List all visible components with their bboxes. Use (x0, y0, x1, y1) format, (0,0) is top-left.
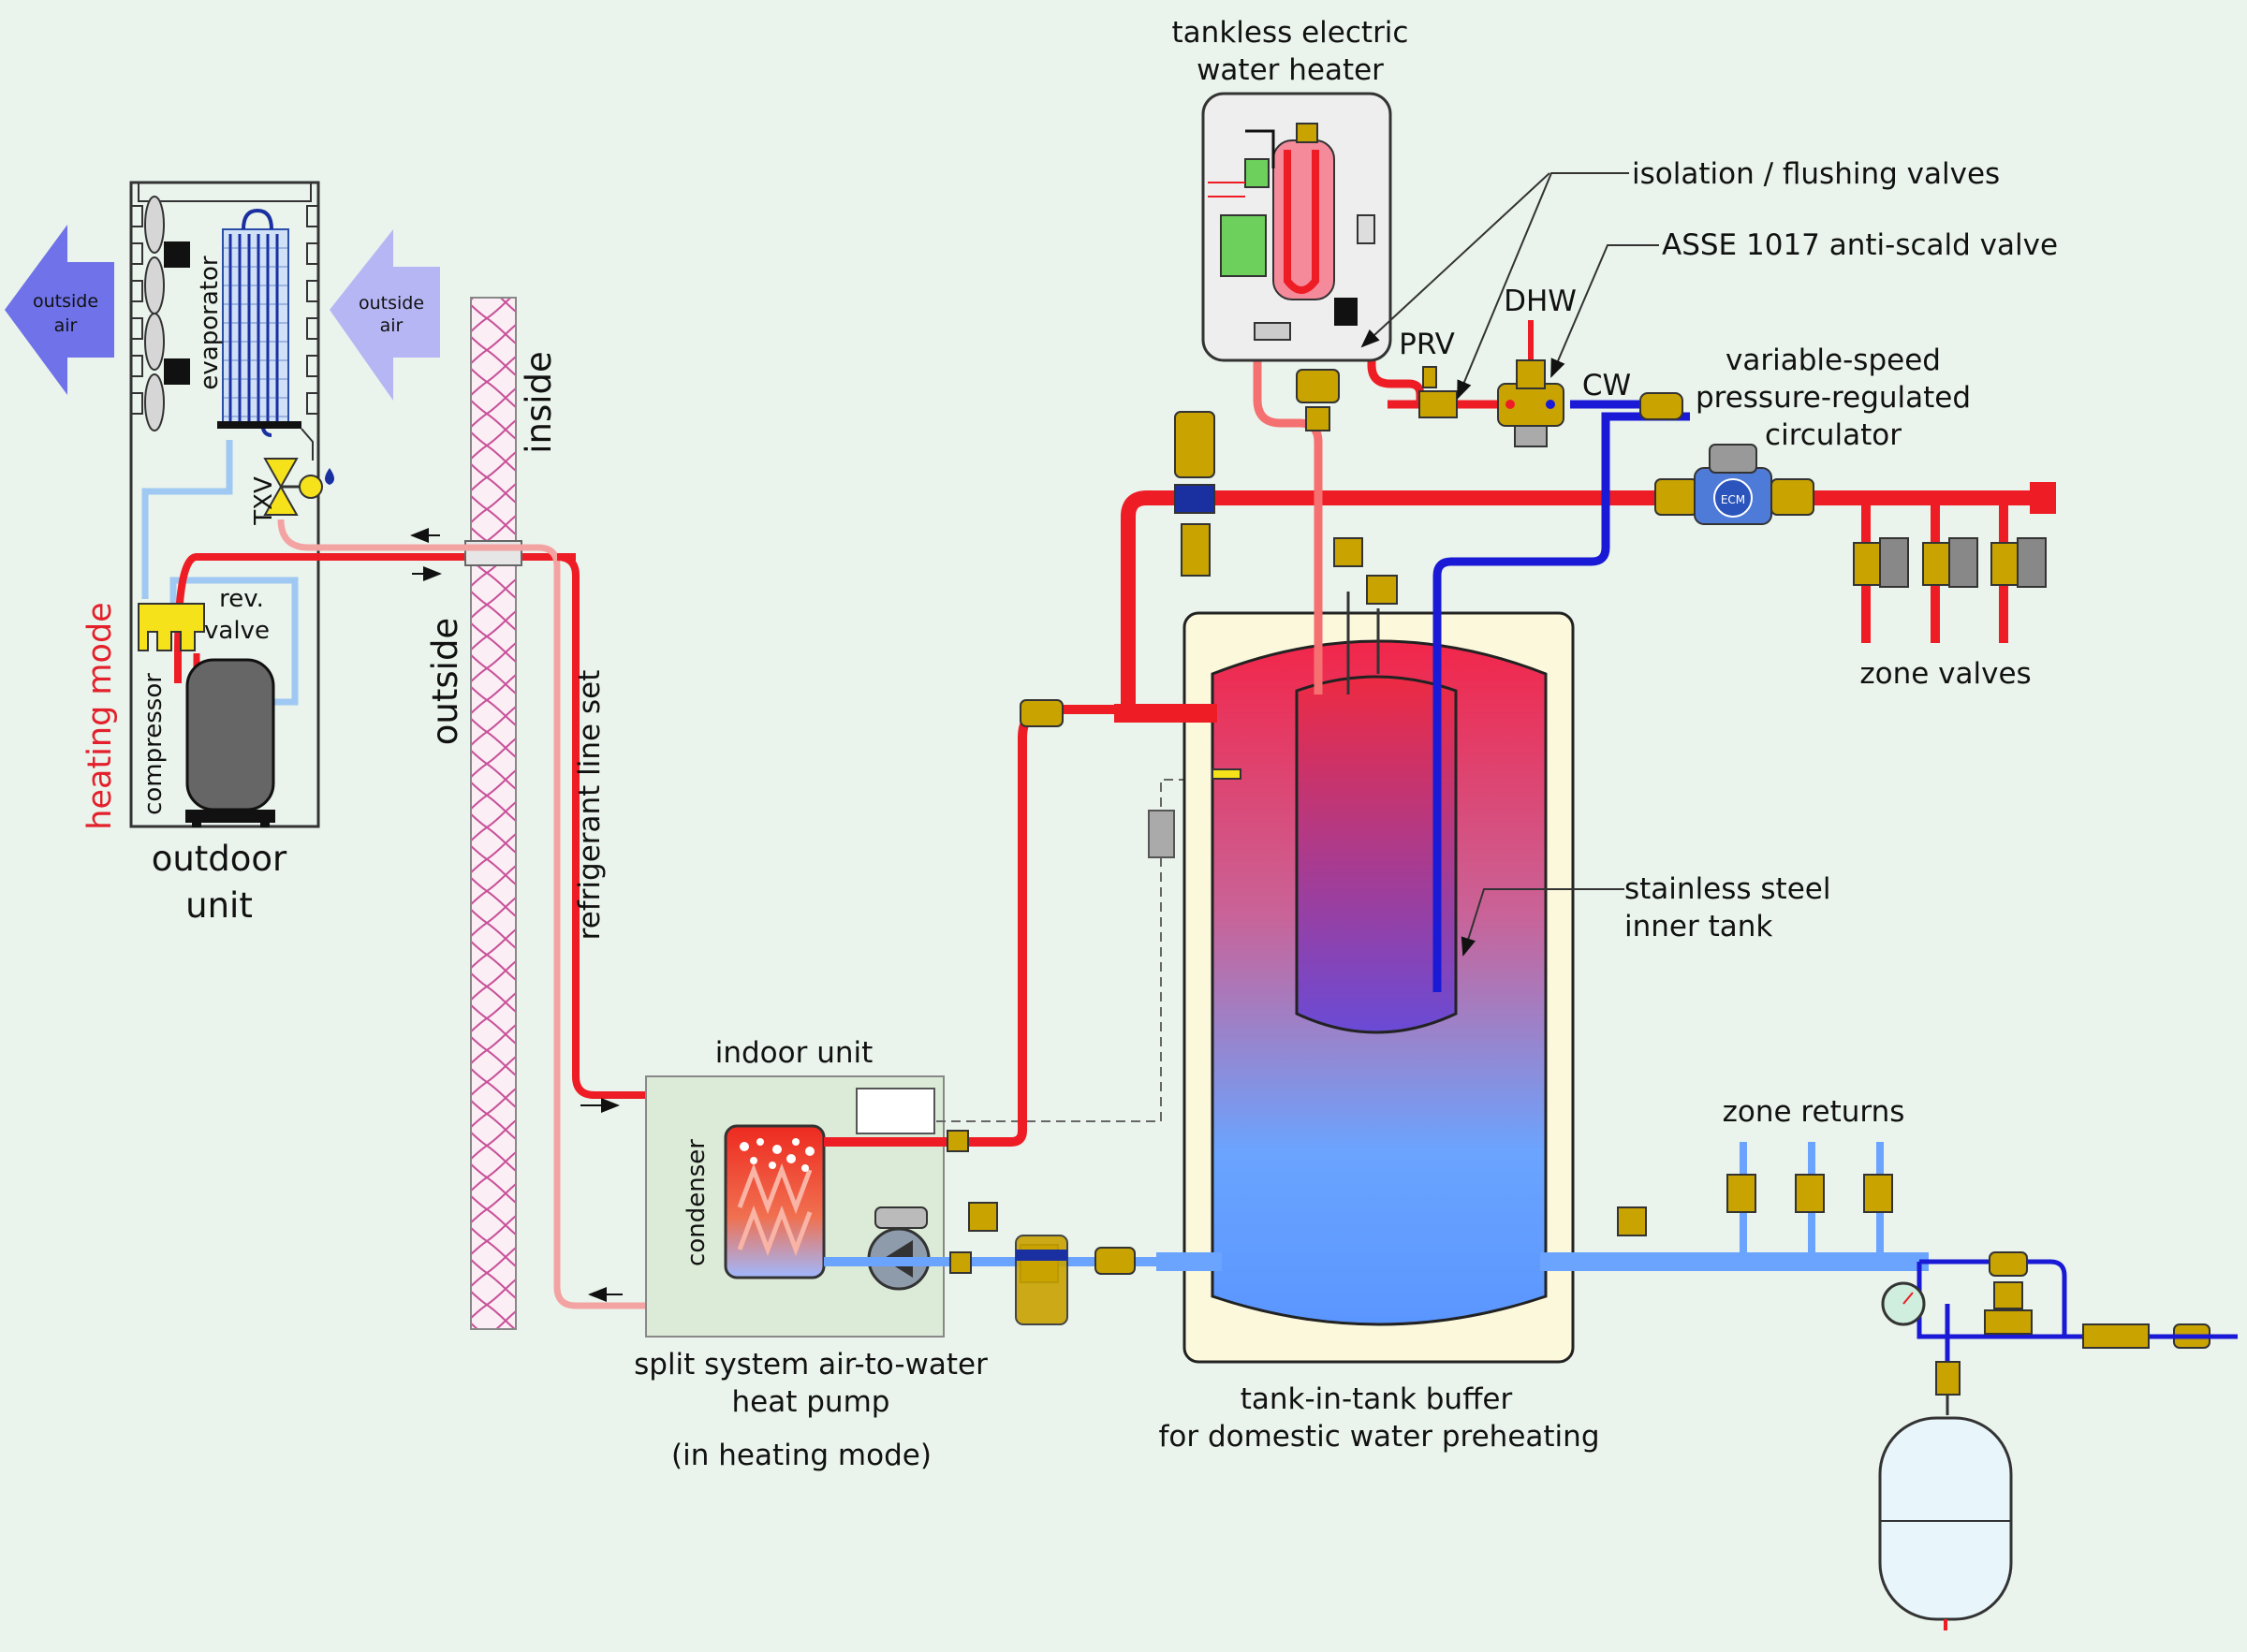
domestic-cold-pipe (1432, 412, 1690, 992)
outdoor-unit-label-1: outdoor (152, 839, 287, 879)
zone-valves-label: zone valves (1859, 657, 2031, 691)
pressure-gauge-icon (1881, 1281, 1926, 1326)
tankless-label-2: water heater (1197, 53, 1384, 87)
cw-isolation-valve-icon (1639, 392, 1683, 420)
air-separator-icon (947, 411, 1893, 1325)
evaporator-coil (222, 208, 289, 437)
ecm-circulator: ECM (1654, 444, 1814, 525)
split-system-label-2: heat pump (732, 1385, 890, 1419)
condenser-label: condenser (683, 1139, 711, 1266)
stainless-label-1: stainless steel (1624, 872, 1830, 906)
outside-label: outside (425, 618, 465, 745)
tankless-label-1: tankless electric (1172, 16, 1409, 50)
compressor-label: compressor (140, 673, 168, 815)
indoor-unit-label: indoor unit (715, 1036, 874, 1070)
evaporator-label: evaporator (196, 256, 224, 389)
isolation-valve-icon (1296, 366, 1458, 431)
tankless-heater (1201, 92, 1392, 362)
txv-valve (263, 458, 323, 516)
fill-valve-icon (1984, 1251, 2210, 1349)
outdoor-unit-label-2: unit (185, 885, 253, 926)
indoor-unit (645, 1075, 945, 1338)
anti-scald-label: ASSE 1017 anti-scald valve (1662, 228, 2058, 262)
inner-tank (1295, 675, 1458, 1034)
controller-box (1148, 810, 1175, 858)
rev-valve-label-2: valve (204, 617, 270, 645)
outside-air-arrow-left: outside air (5, 225, 114, 395)
outdoor-unit: TXV evaporator rev. valve compressor hea… (81, 181, 576, 926)
outside-air-left-label-1: outside (33, 291, 98, 312)
refrigerant-line-set-label: refrigerant line set (573, 670, 607, 941)
circulator-label-1: variable-speed (1726, 344, 1941, 377)
circulator-label-3: circulator (1765, 418, 1902, 452)
in-heating-mode-label: (in heating mode) (671, 1439, 932, 1472)
rev-valve-label-1: rev. (219, 585, 264, 613)
anti-scald-valve-icon (1497, 359, 1564, 447)
drip-icon (325, 468, 334, 485)
fan-icon (144, 196, 190, 431)
buffer-tank (1182, 611, 1575, 1364)
compressor (185, 658, 275, 827)
tank-in-tank-label-1: tank-in-tank buffer (1241, 1382, 1513, 1416)
tank-in-tank-label-2: for domestic water preheating (1158, 1420, 1599, 1454)
hot-header-pipe (1121, 490, 2034, 713)
reversing-valve (138, 603, 205, 651)
isolation-flushing-label: isolation / flushing valves (1632, 157, 2000, 191)
inside-label: inside (519, 351, 559, 454)
outside-air-right-label-1: outside (359, 293, 424, 314)
dhw-label: DHW (1504, 285, 1577, 318)
txv-label: TXV (250, 476, 278, 526)
stainless-label-2: inner tank (1624, 910, 1772, 943)
split-system-label-1: split system air-to-water (634, 1348, 988, 1382)
cw-label: CW (1582, 369, 1631, 402)
outside-air-left-label-2: air (54, 315, 78, 336)
ecm-label: ECM (1721, 493, 1745, 506)
zone-returns-label: zone returns (1723, 1095, 1905, 1129)
circulator-label-2: pressure-regulated (1696, 381, 1971, 415)
zone-valve-icon (1853, 537, 2047, 588)
heating-mode-label: heating mode (81, 602, 119, 829)
outside-air-right-label-2: air (380, 315, 404, 336)
expansion-tank (1878, 1361, 2013, 1630)
outside-air-arrow-right: outside air (330, 229, 440, 401)
prv-label: PRV (1399, 328, 1455, 361)
wall-insulation (464, 297, 522, 1330)
